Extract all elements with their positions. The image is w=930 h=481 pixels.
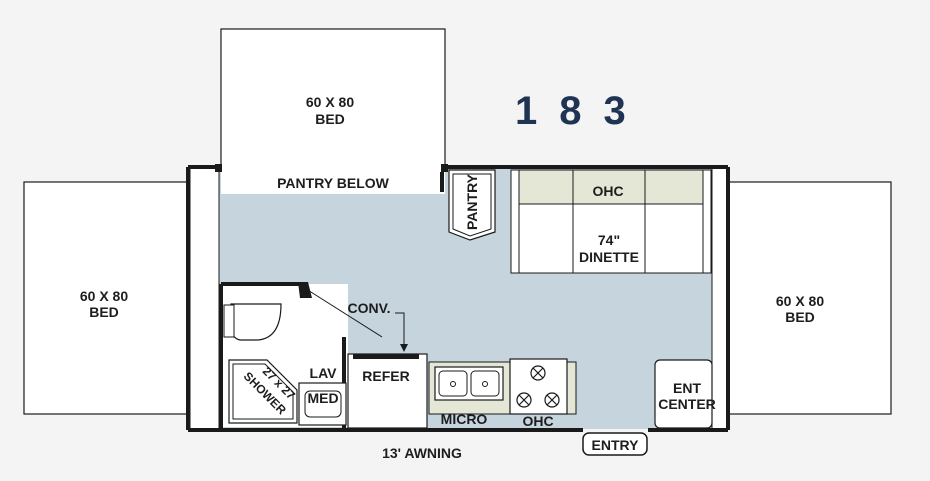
dinette-ohc-label: OHC	[592, 183, 623, 199]
micro-label: MICRO	[441, 411, 488, 427]
refer-label: REFER	[362, 368, 409, 384]
bed-top-size: 60 X 80	[306, 94, 354, 110]
left-wall-panel	[189, 166, 220, 430]
dinette-size: 74"	[598, 232, 620, 248]
conv-label: CONV.	[347, 300, 390, 316]
lav-sink	[298, 382, 347, 426]
bed-right-size: 60 X 80	[776, 293, 824, 309]
ent-center-label-2: CENTER	[658, 396, 716, 412]
bed-left	[23, 181, 189, 415]
bed-right	[725, 181, 892, 415]
bed-top	[220, 28, 446, 195]
ent-center-label-1: ENT	[673, 380, 701, 396]
kitchen-sink	[434, 366, 504, 401]
dinette-ohc-cabinet	[510, 169, 712, 205]
bed-left-label: BED	[89, 304, 119, 320]
awning-label: 13' AWNING	[382, 445, 462, 461]
bed-left-size: 60 X 80	[80, 288, 128, 304]
pantry-label: PANTRY	[464, 173, 480, 230]
lav-label: LAV	[310, 365, 338, 381]
galley-ohc-label: OHC	[522, 413, 553, 429]
med-label: MED	[307, 390, 338, 406]
dinette	[510, 203, 712, 274]
pantry-below-label: PANTRY BELOW	[277, 175, 390, 191]
refrigerator	[347, 353, 428, 429]
entry-door	[582, 432, 648, 456]
model-number: 183	[515, 89, 648, 133]
stove	[509, 358, 568, 415]
shower	[228, 359, 298, 424]
entry-label: ENTRY	[592, 437, 640, 453]
pantry-cabinet	[448, 169, 496, 241]
right-wall-panel	[711, 166, 728, 430]
bed-top-label: BED	[315, 111, 345, 127]
dinette-label: DINETTE	[579, 249, 639, 265]
bed-right-label: BED	[785, 309, 815, 325]
